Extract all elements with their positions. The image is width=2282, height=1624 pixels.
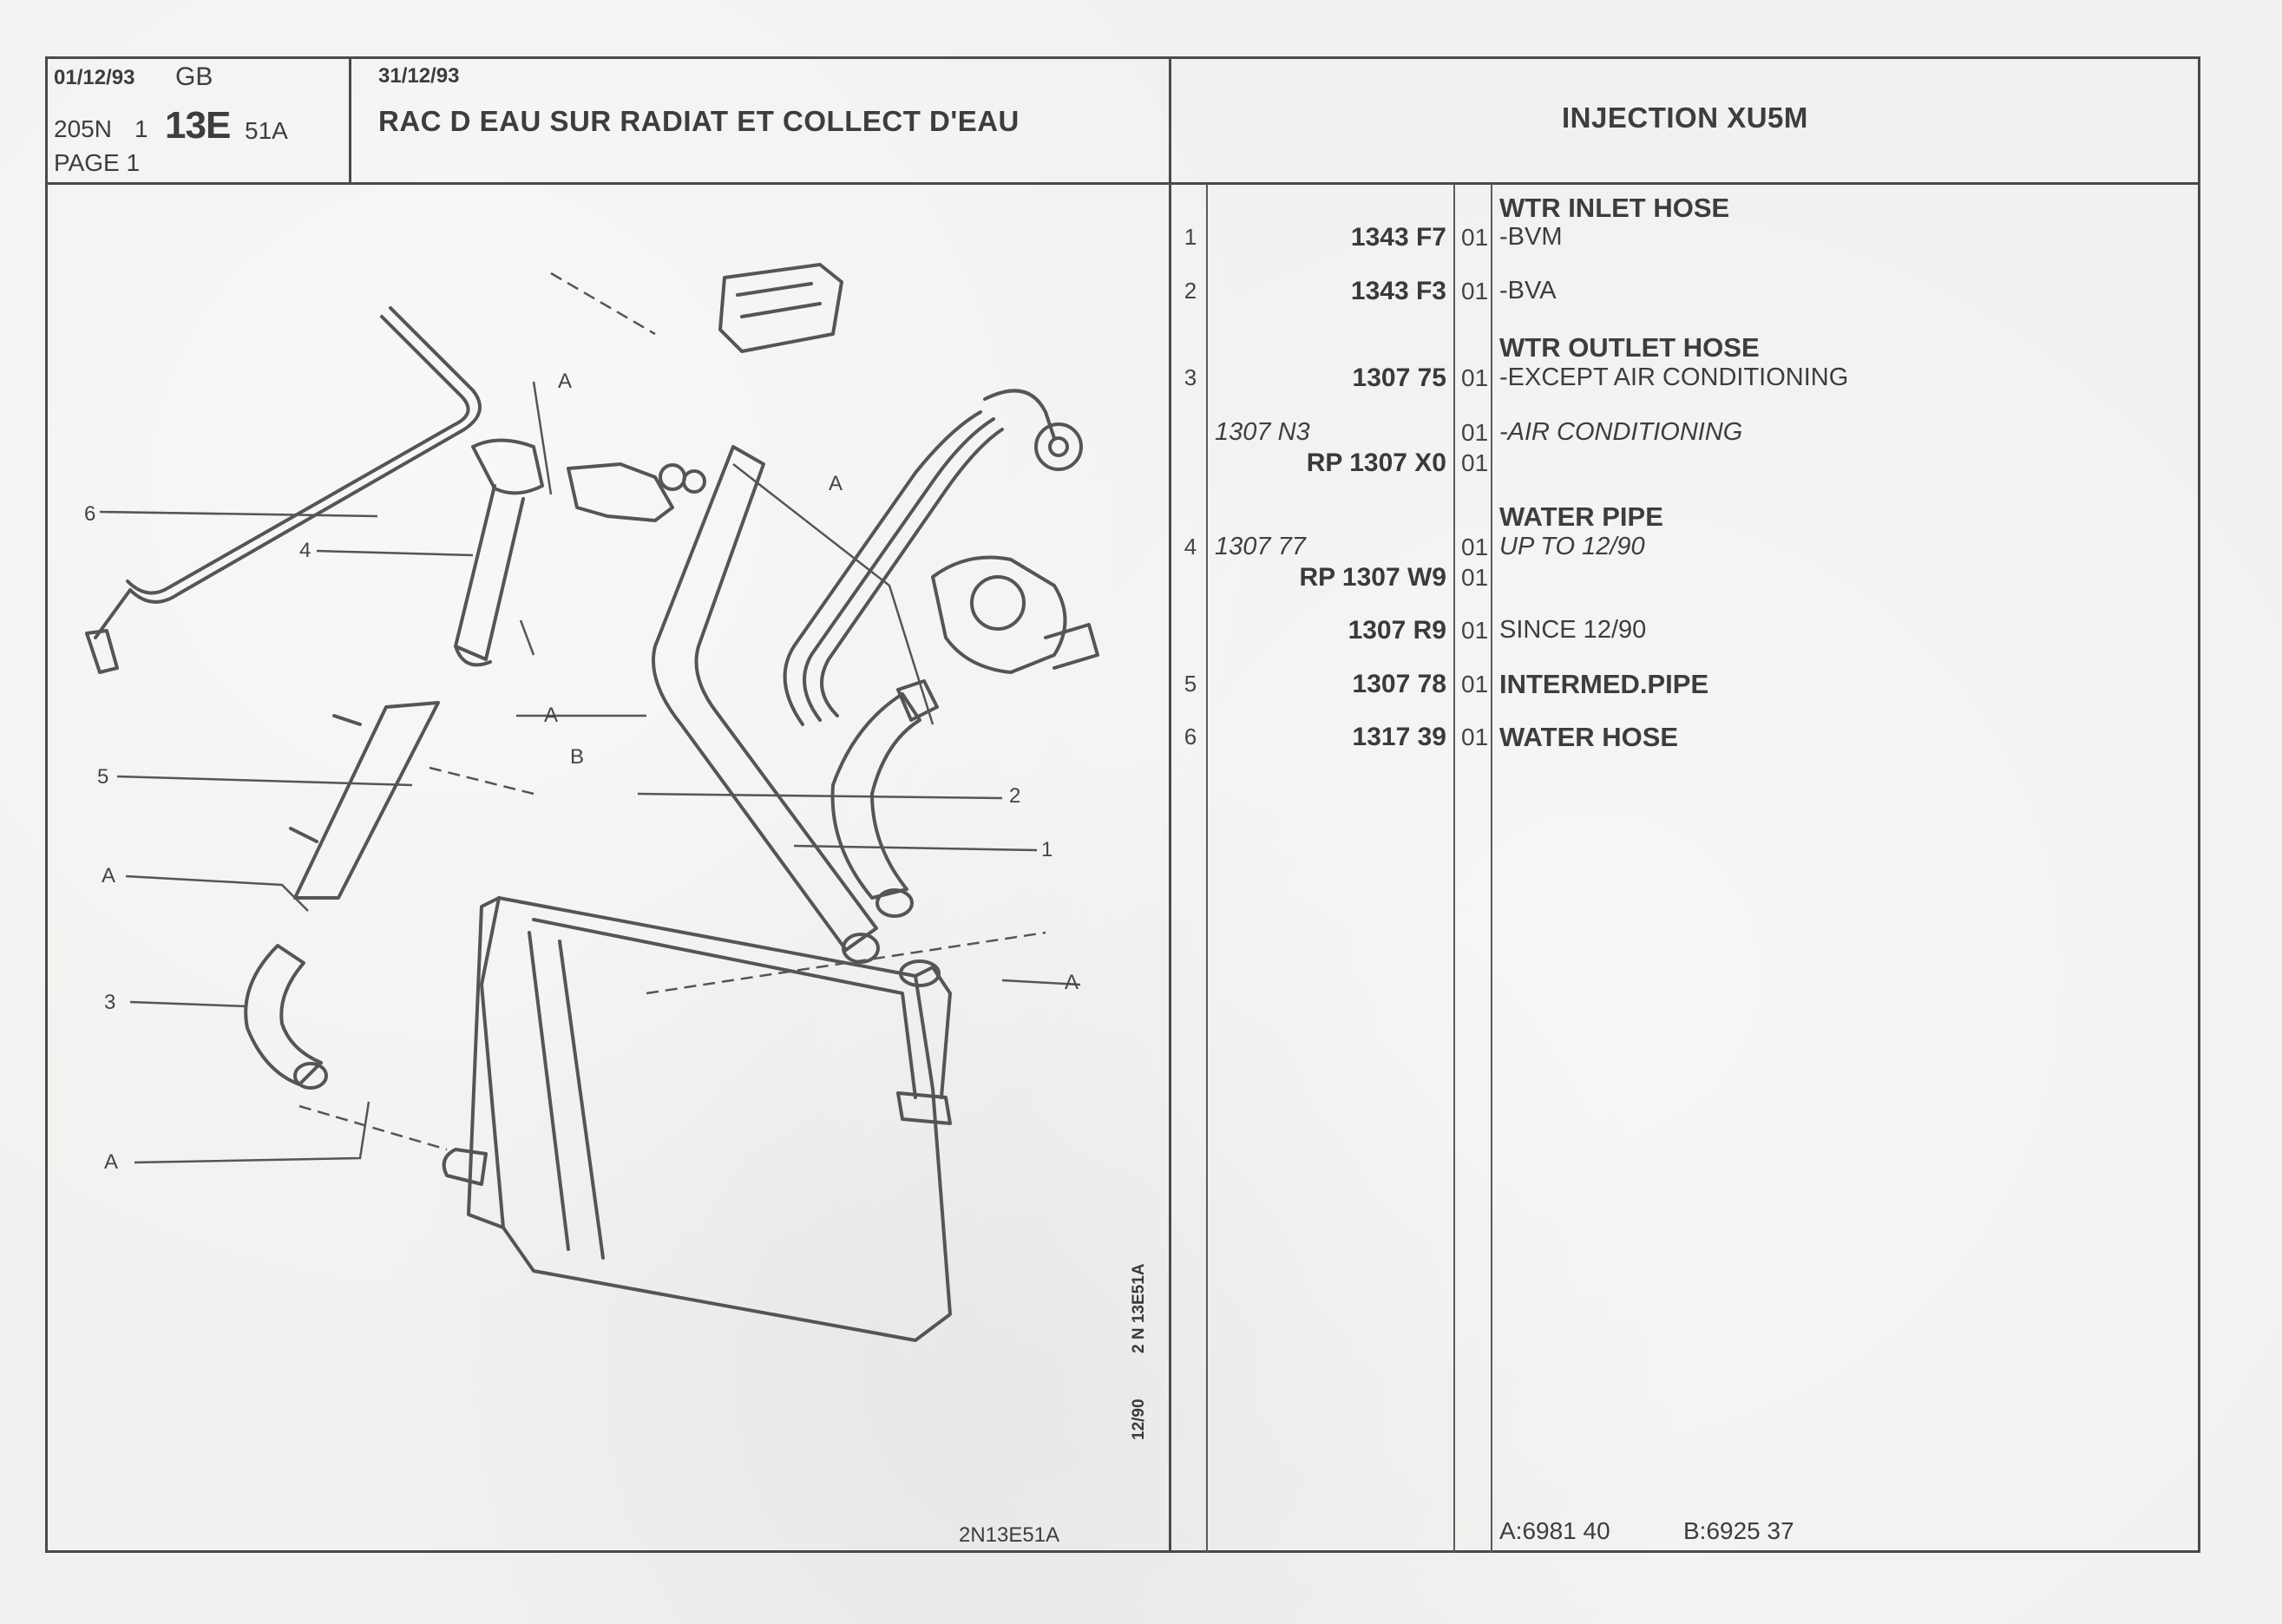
water-pipe-4 xyxy=(471,438,544,495)
header-model-number: 1 xyxy=(134,115,148,142)
part-reference: 1317 39 xyxy=(1352,723,1446,751)
leader-a-1 xyxy=(125,874,309,912)
intermediate-pipe-5 xyxy=(293,701,440,900)
part-quantity: 01 xyxy=(1461,564,1489,591)
callout-a: A xyxy=(558,370,572,393)
part-quantity: 01 xyxy=(1461,671,1489,697)
part-index: 5 xyxy=(1184,671,1197,697)
callout-5: 5 xyxy=(97,765,108,789)
part-index: 1 xyxy=(1184,224,1197,250)
callout-b: B xyxy=(570,745,584,769)
leader-4 xyxy=(316,549,474,557)
part-quantity: 01 xyxy=(1461,724,1489,750)
part-reference: 1307 78 xyxy=(1352,670,1446,698)
table-col-qty xyxy=(1491,184,1492,1553)
part-desc: WTR INLET HOSE xyxy=(1499,193,1730,223)
part-reference: 1343 F3 xyxy=(1350,277,1446,305)
part-reference: 1343 F7 xyxy=(1350,223,1446,252)
part-index: 2 xyxy=(1184,278,1197,304)
header-date-right: 31/12/93 xyxy=(378,64,460,88)
inlet-hose-2 xyxy=(652,445,878,952)
leader-a-5 xyxy=(732,463,934,725)
callout-a: A xyxy=(102,864,115,887)
inlet-hose-1 xyxy=(983,389,1056,440)
header-language: GB xyxy=(175,62,213,91)
part-desc: -AIR CONDITIONING xyxy=(1499,418,1743,446)
leader-b xyxy=(519,619,535,656)
header-divider xyxy=(45,182,2200,185)
part-desc: WATER PIPE xyxy=(1499,501,1663,532)
part-desc: UP TO 12/90 xyxy=(1499,533,1645,560)
leader-5 xyxy=(116,775,413,787)
part-desc: WTR OUTLET HOSE xyxy=(1499,332,1760,363)
header-engine: INJECTION XU5M xyxy=(1562,102,1808,134)
header-model-prefix: 205N xyxy=(54,115,112,142)
callout-a: A xyxy=(544,704,558,727)
part-desc: -EXCEPT AIR CONDITIONING xyxy=(1499,363,1849,391)
header-date-left: 01/12/93 xyxy=(54,66,135,89)
part-reference-italic: 1307 N3 xyxy=(1215,418,1310,446)
mounting-bracket xyxy=(718,263,843,353)
cooling-hoses-drawing: 6 4 5 A 3 A 2 1 A A A A B xyxy=(84,263,1099,1342)
part-quantity: 01 xyxy=(1461,224,1489,251)
header-group-code: 13E xyxy=(165,104,231,147)
callout-a: A xyxy=(1065,971,1079,994)
thermostat-housing xyxy=(567,462,674,522)
part-reference-italic: 1307 77 xyxy=(1215,533,1306,560)
part-desc: -BVA xyxy=(1499,277,1557,304)
callout-1: 1 xyxy=(1041,838,1052,861)
header-page: PAGE 1 xyxy=(54,149,141,176)
part-quantity: 01 xyxy=(1461,419,1489,446)
footer-b-reference: B:6925 37 xyxy=(1683,1517,1794,1544)
part-desc: -BVM xyxy=(1499,223,1563,251)
part-desc: INTERMED.PIPE xyxy=(1499,669,1709,699)
callout-3: 3 xyxy=(104,991,115,1014)
part-index: 3 xyxy=(1184,364,1197,390)
part-quantity: 01 xyxy=(1461,364,1489,391)
header-sub-code: 51A xyxy=(245,117,288,144)
radiator xyxy=(480,896,952,1342)
part-quantity: 01 xyxy=(1461,449,1489,476)
part-index: 4 xyxy=(1184,534,1197,560)
header-title: RAC D EAU SUR RADIAT ET COLLECT D'EAU xyxy=(378,105,1020,137)
callout-a: A xyxy=(829,472,843,495)
callout-4: 4 xyxy=(299,539,311,562)
table-col-index xyxy=(1206,184,1208,1553)
leader-3 xyxy=(129,1000,248,1008)
part-reference: RP 1307 X0 xyxy=(1306,449,1446,477)
leader-6 xyxy=(99,510,378,518)
callout-2: 2 xyxy=(1009,784,1020,808)
part-reference: RP 1307 W9 xyxy=(1299,563,1446,592)
drawing-code: 2N13E51A xyxy=(959,1523,1060,1547)
part-index: 6 xyxy=(1184,724,1197,750)
table-col-ref xyxy=(1453,184,1455,1553)
footer-a-reference: A:6981 40 xyxy=(1499,1517,1610,1544)
part-desc: WATER HOSE xyxy=(1499,722,1679,752)
exploded-view-diagram: 6 4 5 A 3 A 2 1 A A A A B xyxy=(48,187,1167,1549)
part-reference: 1307 R9 xyxy=(1348,616,1446,645)
water-hose-6 xyxy=(94,306,482,639)
leader-a-4 xyxy=(532,381,553,495)
leader-2 xyxy=(637,792,1003,800)
leader-a-6 xyxy=(1001,979,1081,986)
header-separator-1 xyxy=(349,56,351,185)
callout-a: A xyxy=(104,1150,118,1174)
callout-6: 6 xyxy=(84,502,95,526)
part-desc: SINCE 12/90 xyxy=(1499,616,1647,644)
leader-1 xyxy=(793,844,1038,852)
parts-sheet-frame xyxy=(45,56,2200,1553)
diagram-table-separator xyxy=(1169,56,1171,1553)
part-quantity: 01 xyxy=(1461,617,1489,644)
part-quantity: 01 xyxy=(1461,534,1489,560)
leader-a-2 xyxy=(134,1101,370,1164)
part-quantity: 01 xyxy=(1461,278,1489,304)
part-reference: 1307 75 xyxy=(1352,363,1446,392)
water-outlet-housing xyxy=(931,555,1067,674)
